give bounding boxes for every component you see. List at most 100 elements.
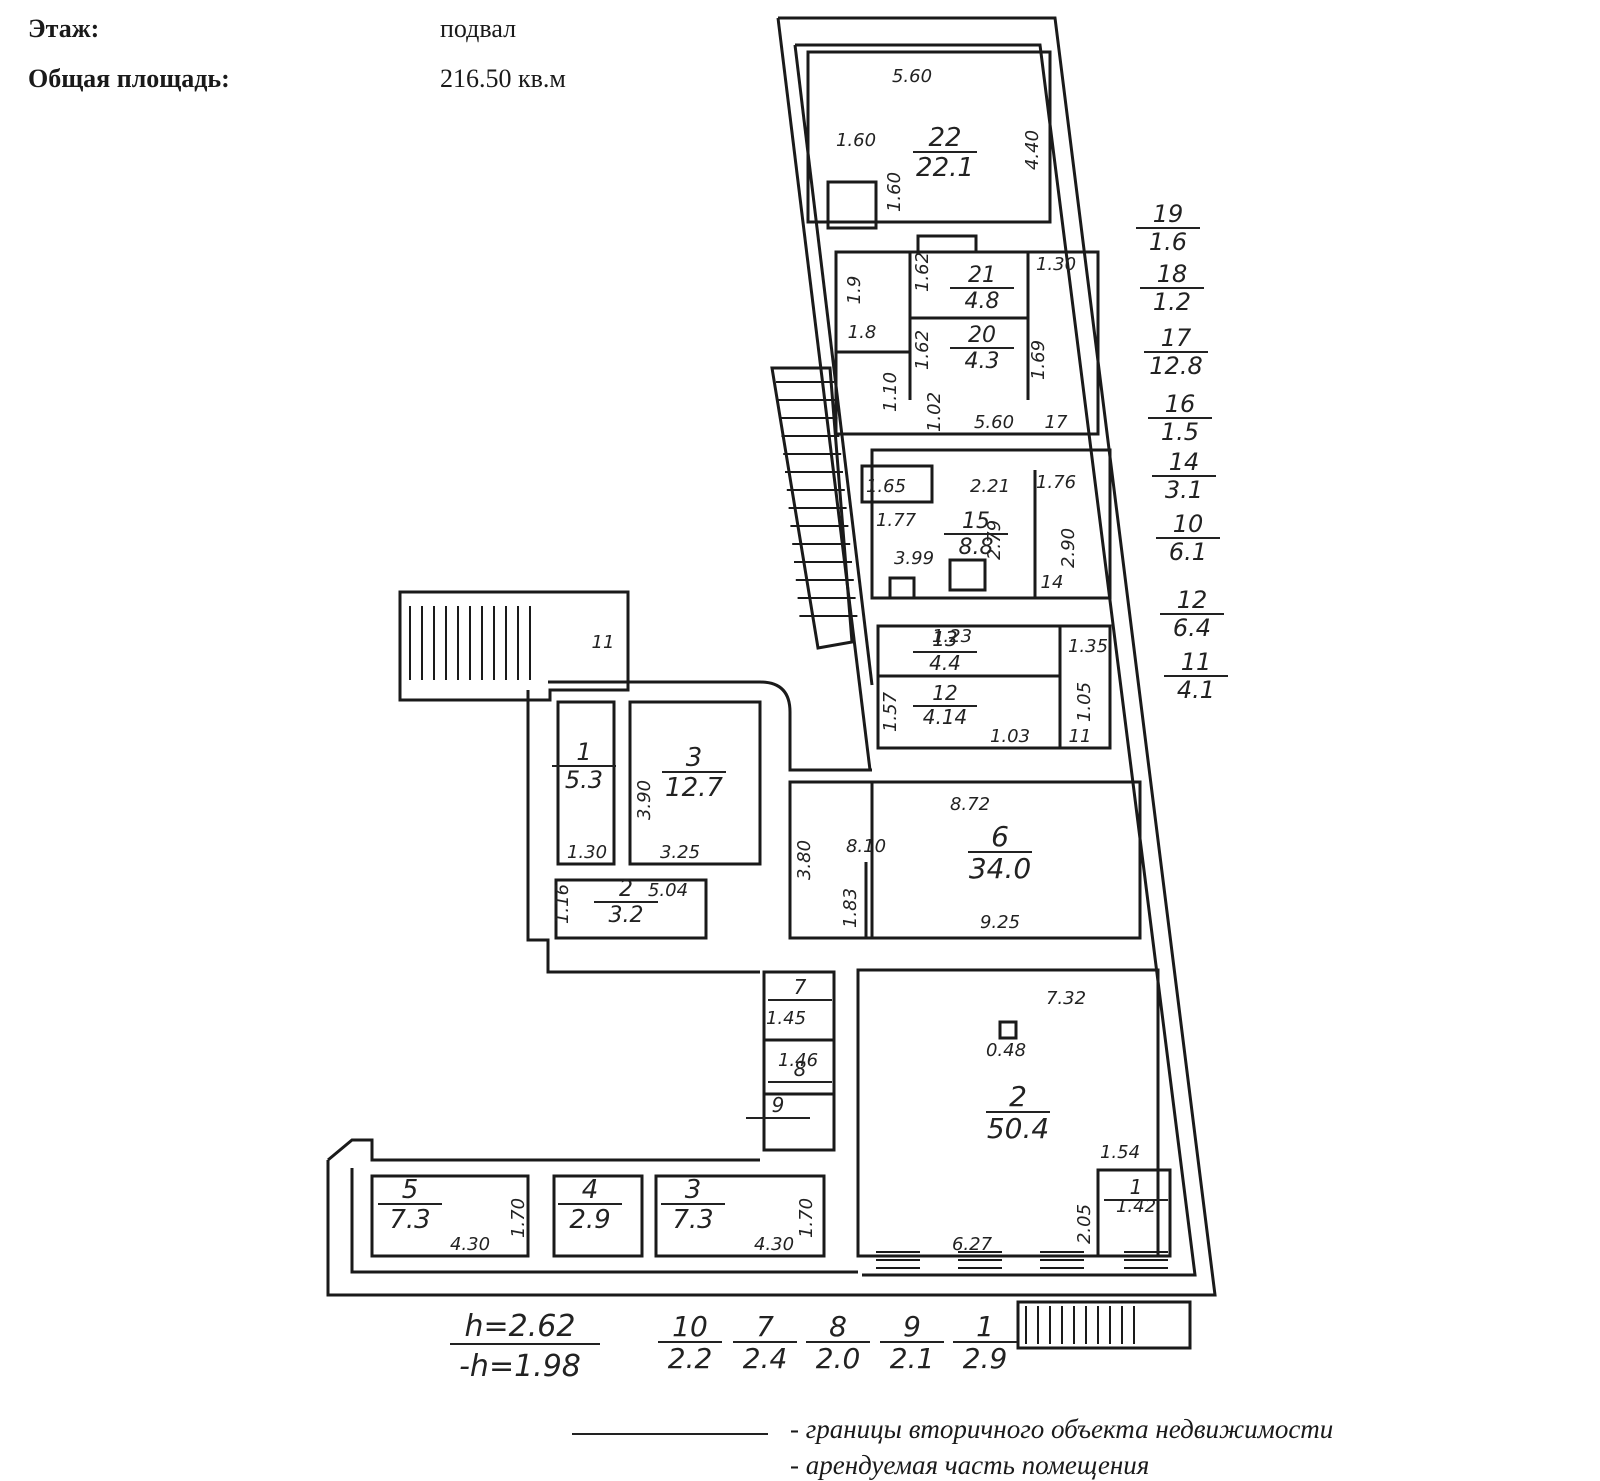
dimension-label-11: 1.02 — [924, 392, 945, 432]
room-2-outline — [554, 878, 708, 940]
room-1-small-outline — [1096, 1168, 1172, 1258]
footer-fraction-2-number: 8 — [829, 1310, 847, 1343]
outer-wall — [778, 16, 1217, 1297]
dimension-label-14: 1.65 — [866, 476, 906, 497]
dimension-label-15: 2.21 — [970, 476, 1010, 497]
room-1-outline — [556, 700, 616, 866]
floor-label: Этаж: — [28, 14, 100, 43]
ceiling-height-main: h=2.62 — [465, 1309, 576, 1344]
footer-fraction-0-number: 10 — [672, 1310, 708, 1343]
room-label-17-area: 7.3 — [672, 1205, 713, 1235]
room-label-9-number: 6 — [991, 820, 1009, 853]
footer-fraction-3-area: 2.1 — [890, 1342, 935, 1375]
dimension-label-45: 1.70 — [508, 1198, 529, 1238]
side-table-3-number: 16 — [1165, 390, 1196, 418]
room-13-outline — [876, 624, 1112, 750]
dimension-label-12: 5.60 — [974, 412, 1014, 433]
dimension-label-1: 1.60 — [836, 130, 876, 151]
area-label: Общая площадь: — [28, 64, 230, 93]
room-label-17-number: 3 — [685, 1175, 702, 1205]
dimension-label-23: 1.35 — [1068, 636, 1108, 657]
side-table-0-area: 1.6 — [1149, 228, 1187, 256]
room-2-large-outline — [856, 968, 1160, 1258]
bottom-stair — [1016, 1300, 1192, 1350]
dimension-label-26: 1.03 — [990, 726, 1030, 747]
dimension-label-32: 9.25 — [980, 912, 1020, 933]
dimension-label-21: 14 — [1041, 572, 1064, 593]
dimension-label-40: 1.54 — [1100, 1142, 1140, 1163]
room-label-10-number: 7 — [794, 975, 807, 999]
room-label-9-area: 34.0 — [969, 852, 1031, 885]
dimension-label-38: 7.32 — [1046, 988, 1086, 1009]
side-table-0-number: 19 — [1153, 200, 1184, 228]
room-label-3-area: 8.8 — [959, 535, 994, 560]
dimension-label-44: 4.30 — [450, 1234, 490, 1255]
boundary-legend-label: - границы вторичного объекта недвижимост… — [790, 1414, 1334, 1444]
dimension-label-41: 1.42 — [1116, 1196, 1156, 1217]
room-3-small-outline — [654, 1174, 826, 1258]
floor-plan: 2222.1214.8204.3158.8134.4124.1415.3312.… — [326, 16, 1228, 1384]
room-label-2-area: 4.3 — [965, 349, 1000, 374]
dimension-label-31: 1.83 — [840, 888, 861, 928]
footer-fraction-1-number: 7 — [756, 1310, 774, 1343]
dimension-label-0: 5.60 — [892, 66, 932, 87]
room-label-12-number: 9 — [772, 1093, 785, 1117]
shaft-box — [826, 180, 878, 230]
dimension-label-49: 1.46 — [778, 1050, 818, 1071]
room-label-7-number: 3 — [686, 743, 703, 773]
room-label-8-number: 2 — [619, 877, 633, 902]
room-5-outline — [370, 1174, 530, 1258]
dimension-label-16: 1.76 — [1036, 472, 1076, 493]
dimension-label-37: 1.16 — [552, 884, 573, 924]
west-tower-wall — [776, 17, 872, 771]
dimension-label-6: 1.9 — [844, 276, 865, 305]
side-table-5-area: 6.1 — [1169, 538, 1207, 566]
side-table-4-number: 14 — [1169, 448, 1200, 476]
bottom-wing-inner — [350, 1168, 858, 1274]
room-label-14-number: 1 — [1130, 1175, 1143, 1199]
dimension-label-3: 1.60 — [884, 172, 905, 212]
footer-fraction-3-number: 9 — [903, 1310, 921, 1343]
floor-value: подвал — [440, 14, 517, 43]
room-label-1-area: 4.8 — [965, 289, 1000, 314]
room-label-16-area: 2.9 — [569, 1205, 610, 1235]
footer-fraction-2-area: 2.0 — [816, 1342, 861, 1375]
dimension-label-30: 8.10 — [846, 836, 886, 857]
dimension-label-28: 8.72 — [950, 794, 990, 815]
dimension-label-18: 3.99 — [894, 548, 934, 569]
dimension-label-35: 1.30 — [567, 842, 607, 863]
plan-walls — [326, 16, 1217, 1350]
dimension-label-5: 1.30 — [1036, 254, 1076, 275]
room-label-0-number: 22 — [928, 123, 961, 153]
dimension-label-22: 1.23 — [932, 626, 972, 647]
room-label-6-area: 5.3 — [565, 766, 603, 794]
left-wing-outer — [526, 690, 760, 974]
dimension-label-7: 1.8 — [848, 322, 877, 343]
room-label-8-area: 3.2 — [609, 903, 644, 928]
dimension-label-25: 1.05 — [1074, 682, 1095, 722]
room-21-outline — [834, 250, 1100, 436]
side-table-6-number: 12 — [1177, 586, 1208, 614]
room-label-15-number: 5 — [402, 1175, 419, 1205]
room-label-5-number: 12 — [932, 681, 957, 705]
dimension-label-4: 1.62 — [912, 252, 933, 292]
side-table-6-area: 6.4 — [1173, 614, 1211, 642]
footer-fraction-0-area: 2.2 — [668, 1342, 713, 1375]
room-label-16-number: 4 — [582, 1175, 599, 1205]
room-label-13-number: 2 — [1009, 1080, 1027, 1113]
boundary-legend-line — [572, 1433, 768, 1435]
dimension-label-46: 4.30 — [754, 1234, 794, 1255]
ceiling-height-low: -h=1.98 — [459, 1349, 581, 1384]
side-table-7-number: 11 — [1181, 648, 1212, 676]
room-22-outline — [806, 50, 1052, 224]
dimension-label-34: 3.25 — [660, 842, 700, 863]
room-3-outline — [628, 700, 762, 866]
dimension-label-33: 3.90 — [634, 780, 655, 820]
left-stair-block — [398, 590, 630, 702]
footer-fraction-4-area: 2.9 — [963, 1342, 1008, 1375]
inner-wall — [795, 43, 1197, 1277]
side-table-1-number: 18 — [1157, 260, 1188, 288]
room-label-1-number: 21 — [968, 263, 996, 288]
room-6-outline — [788, 780, 1142, 940]
dimension-label-24: 1.57 — [880, 691, 901, 732]
